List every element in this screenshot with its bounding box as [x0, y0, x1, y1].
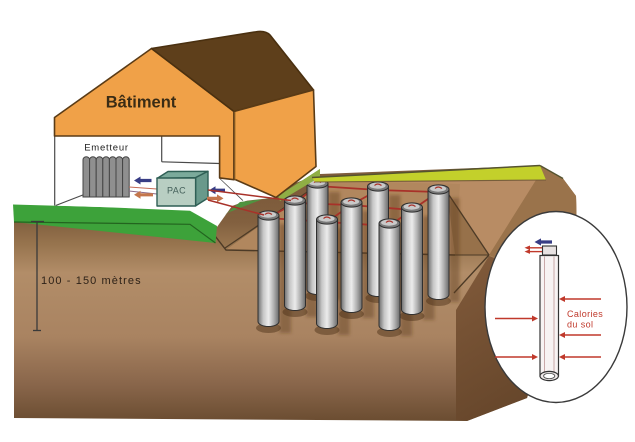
svg-text:du sol: du sol — [567, 320, 593, 330]
svg-text:Calories: Calories — [567, 309, 603, 319]
svg-text:Emetteur: Emetteur — [84, 143, 129, 154]
svg-text:Bâtiment: Bâtiment — [106, 94, 177, 112]
svg-text:PAC: PAC — [167, 186, 186, 196]
svg-text:100 - 150 mètres: 100 - 150 mètres — [41, 275, 142, 287]
